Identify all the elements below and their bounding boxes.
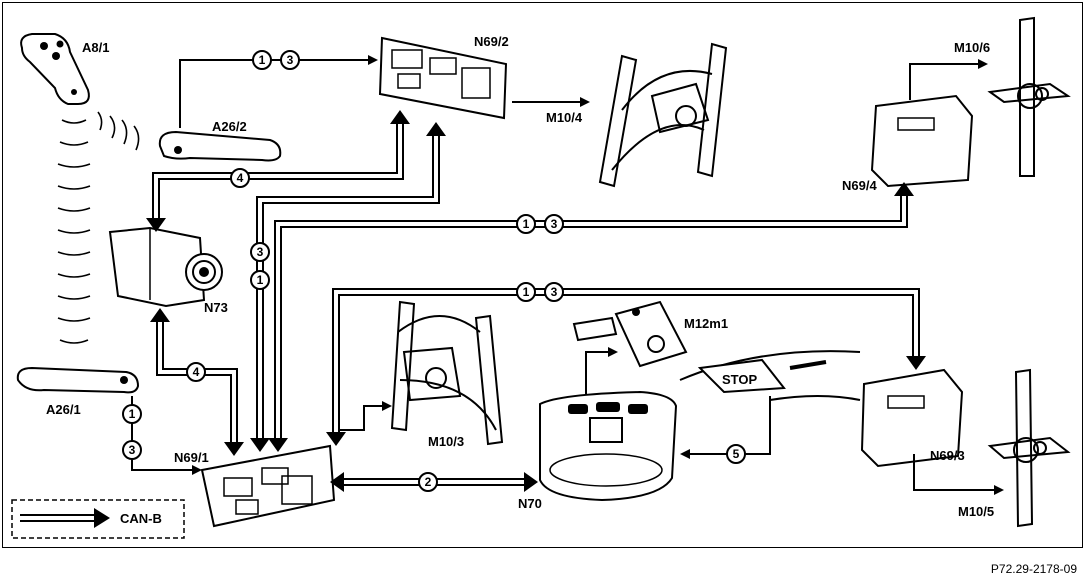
svg-text:3: 3 xyxy=(129,443,136,457)
svg-text:4: 4 xyxy=(193,365,200,379)
window-regulator-m10-5 xyxy=(987,368,1071,528)
label-m12m1: M12m1 xyxy=(684,316,728,331)
can-bus-arrowheads xyxy=(94,110,926,528)
label-a26-1: A26/1 xyxy=(46,402,81,417)
control-module-n69-1 xyxy=(200,444,336,528)
svg-text:5: 5 xyxy=(733,447,740,461)
overhead-control-panel-n70 xyxy=(539,390,678,502)
door-handle-a26-2 xyxy=(158,130,282,162)
control-module-n69-3 xyxy=(860,368,964,468)
figure-reference: P72.29-2178-09 xyxy=(990,562,1077,576)
marker-1: 1 xyxy=(250,270,270,290)
window-regulator-m10-6 xyxy=(987,16,1071,177)
label-m10-5: M10/5 xyxy=(958,504,994,519)
marker-1: 1 xyxy=(252,50,272,70)
label-m10-4: M10/4 xyxy=(546,110,583,125)
marker-1: 1 xyxy=(122,404,142,424)
svg-text:2: 2 xyxy=(425,475,432,489)
sunroof-motor-m12m1 xyxy=(572,300,688,368)
marker-3: 3 xyxy=(122,440,142,460)
window-regulator-m10-4 xyxy=(598,42,728,188)
marker-5: 5 xyxy=(726,444,746,464)
control-module-n69-2 xyxy=(378,36,508,120)
marker-3: 3 xyxy=(544,282,564,302)
marker-1: 1 xyxy=(516,214,536,234)
control-module-n69-4 xyxy=(870,94,974,188)
label-m10-6: M10/6 xyxy=(954,40,990,55)
wiring-lines xyxy=(131,55,1004,495)
svg-text:1: 1 xyxy=(523,217,530,231)
marker-3: 3 xyxy=(250,242,270,262)
car-roof-sunroof xyxy=(679,350,861,401)
label-n69-3: N69/3 xyxy=(930,448,965,463)
svg-text:3: 3 xyxy=(287,53,294,67)
svg-text:1: 1 xyxy=(129,407,136,421)
label-m10-3: M10/3 xyxy=(428,434,464,449)
marker-2: 2 xyxy=(418,472,438,492)
key-fob-a8-1 xyxy=(20,33,90,105)
label-n70: N70 xyxy=(518,496,542,511)
svg-text:4: 4 xyxy=(237,171,244,185)
svg-text:1: 1 xyxy=(523,285,530,299)
legend-box: CAN-B xyxy=(11,499,185,539)
label-n69-1: N69/1 xyxy=(174,450,209,465)
svg-text:3: 3 xyxy=(551,217,558,231)
marker-4: 4 xyxy=(230,168,250,188)
marker-1: 1 xyxy=(516,282,536,302)
label-n73: N73 xyxy=(204,300,228,315)
door-handle-a26-1 xyxy=(16,366,140,394)
svg-text:1: 1 xyxy=(257,273,264,287)
ignition-switch-n73 xyxy=(108,226,223,308)
label-n69-4: N69/4 xyxy=(842,178,877,193)
label-n69-2: N69/2 xyxy=(474,34,509,49)
legend-label: CAN-B xyxy=(120,511,162,526)
marker-3: 3 xyxy=(544,214,564,234)
svg-text:1: 1 xyxy=(259,53,266,67)
marker-4: 4 xyxy=(186,362,206,382)
window-regulator-m10-3 xyxy=(390,300,504,446)
marker-3: 3 xyxy=(280,50,300,70)
label-a8-1: A8/1 xyxy=(82,40,109,55)
svg-text:3: 3 xyxy=(551,285,558,299)
connection-markers: 1 3 4 3 1 1 3 1 3 4 1 3 2 5 xyxy=(122,50,746,492)
svg-text:3: 3 xyxy=(257,245,264,259)
radio-waves xyxy=(57,111,140,344)
label-a26-2: A26/2 xyxy=(212,119,247,134)
diagram-frame xyxy=(2,2,1083,548)
label-stop: STOP xyxy=(722,372,757,387)
